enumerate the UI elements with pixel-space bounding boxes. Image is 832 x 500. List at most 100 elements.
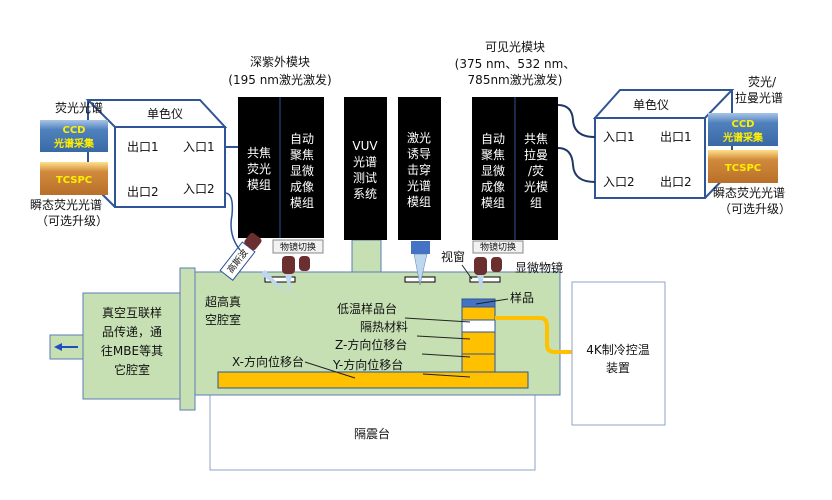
fiber bbox=[557, 104, 596, 138]
right-ccd bbox=[708, 113, 778, 146]
visible-subtitle: 785nm激光激发) bbox=[468, 72, 563, 87]
svg-text:组: 组 bbox=[530, 196, 542, 210]
y-stage-label: Y-方向位移台 bbox=[332, 357, 403, 372]
window-label: 视窗 bbox=[441, 249, 465, 264]
right-exit2: 出口2 bbox=[660, 175, 692, 189]
duv-confocal-label: 共焦 荧光 模组 bbox=[247, 146, 271, 192]
cryo-line bbox=[495, 316, 572, 354]
visible-raman-label: 共焦 拉曼 /荧 光模 组 bbox=[524, 132, 548, 210]
left-bottom-label: （可选升级） bbox=[36, 214, 108, 228]
svg-text:品传递，通: 品传递，通 bbox=[102, 324, 162, 339]
laser-head bbox=[411, 241, 430, 254]
left-bottom-label: 瞬态荧光光谱 bbox=[30, 198, 102, 212]
duv-title: 深紫外模块 bbox=[250, 55, 310, 69]
viewport bbox=[469, 276, 501, 283]
left-ccd bbox=[40, 120, 108, 152]
cold-stage-label: 低温样品台 bbox=[337, 301, 397, 316]
x-stage bbox=[217, 371, 529, 389]
svg-text:共焦: 共焦 bbox=[524, 132, 548, 146]
svg-text:荧光: 荧光 bbox=[247, 162, 271, 176]
svg-text:显微: 显微 bbox=[481, 164, 505, 178]
left-entry1: 入口1 bbox=[183, 140, 215, 154]
left-entry2: 入口2 bbox=[183, 182, 215, 196]
svg-text:模组: 模组 bbox=[407, 195, 431, 209]
beam-icon bbox=[285, 274, 292, 292]
svg-text:系统: 系统 bbox=[353, 187, 377, 201]
visible-imaging-label: 自动 聚焦 显微 成像 模组 bbox=[481, 132, 505, 210]
visible-subtitle: (375 nm、532 nm、 bbox=[455, 57, 576, 71]
left-top-label: 荧光光谱 bbox=[55, 101, 103, 115]
svg-text:测试: 测试 bbox=[353, 170, 377, 185]
svg-text:聚焦: 聚焦 bbox=[290, 148, 314, 162]
fiber bbox=[224, 192, 241, 251]
svg-text:成像: 成像 bbox=[481, 180, 505, 194]
objective-lens-icon bbox=[491, 257, 502, 272]
visible-title: 可见光模块 bbox=[485, 40, 545, 54]
fiber bbox=[557, 147, 596, 183]
visible-switch-label: 物镜切换 bbox=[480, 241, 516, 253]
svg-text:显微: 显微 bbox=[290, 164, 314, 178]
beam-icon bbox=[477, 275, 484, 292]
libs-label: 激光 诱导 击穿 光谱 模组 bbox=[407, 131, 431, 209]
ccd-label: CCD bbox=[732, 119, 755, 130]
ccd-label: 光谱采集 bbox=[53, 137, 95, 150]
svg-text:拉曼: 拉曼 bbox=[524, 147, 548, 162]
right-bottom-label: （可选升级） bbox=[719, 202, 791, 216]
right-top-label: 拉曼光谱 bbox=[735, 90, 783, 105]
vuv-label: VUV 光谱 测试 系统 bbox=[352, 139, 378, 201]
ccd-label: CCD bbox=[63, 125, 86, 136]
transfer-chamber bbox=[82, 292, 182, 400]
svg-text:自动: 自动 bbox=[481, 132, 505, 146]
svg-text:成像: 成像 bbox=[290, 180, 314, 194]
z-stage bbox=[461, 331, 496, 355]
transfer-label: 真空互联样 品传递，通 往MBE等其 它腔室 bbox=[101, 305, 163, 377]
svg-text:VUV: VUV bbox=[352, 139, 378, 153]
right-mono-title: 单色仪 bbox=[633, 98, 669, 112]
vibration-table bbox=[209, 394, 536, 471]
arrow-head-icon bbox=[54, 343, 62, 351]
insulation-label: 隔热材料 bbox=[360, 320, 408, 334]
vuv-pipe bbox=[351, 239, 382, 275]
cryo-label: 4K制冷控温 bbox=[586, 343, 650, 357]
z-stage-label: Z-方向位移台 bbox=[335, 337, 407, 352]
ccd-label: 光谱采集 bbox=[722, 131, 764, 144]
cryo-unit bbox=[571, 281, 666, 426]
tcspc-label: TCSPC bbox=[56, 175, 92, 186]
objective-lens-icon bbox=[282, 256, 295, 274]
cryo-label: 装置 bbox=[606, 361, 630, 375]
left-mono-title: 单色仪 bbox=[147, 107, 183, 121]
objective-lens-icon bbox=[474, 257, 487, 275]
svg-text:共焦: 共焦 bbox=[247, 146, 271, 160]
tcspc-label: TCSPC bbox=[725, 163, 761, 174]
left-exit2: 出口2 bbox=[127, 185, 159, 199]
chamber-label: 空腔室 bbox=[205, 312, 241, 327]
svg-text:/荧: /荧 bbox=[528, 164, 544, 178]
right-entry1: 入口1 bbox=[603, 130, 635, 144]
svg-text:击穿: 击穿 bbox=[407, 162, 431, 177]
duv-imaging-label: 自动 聚焦 显微 成像 模组 bbox=[290, 132, 314, 210]
duv-subtitle: (195 nm激光激发) bbox=[228, 72, 331, 87]
right-tcspc bbox=[708, 150, 778, 183]
svg-text:真空互联样: 真空互联样 bbox=[102, 305, 162, 320]
right-entry2: 入口2 bbox=[603, 175, 635, 189]
beam-icon bbox=[413, 253, 428, 286]
svg-text:模组: 模组 bbox=[481, 196, 505, 210]
right-top-label: 荧光/ bbox=[748, 75, 777, 89]
duv-switch-label: 物镜切换 bbox=[280, 241, 316, 253]
svg-text:光谱: 光谱 bbox=[407, 179, 431, 193]
flange bbox=[179, 267, 196, 411]
svg-text:模组: 模组 bbox=[290, 196, 314, 210]
left-monochromator bbox=[114, 126, 226, 208]
table-label: 隔震台 bbox=[354, 426, 390, 441]
cold-stage bbox=[461, 306, 496, 321]
objective-lens-icon bbox=[299, 256, 310, 271]
vuv-module bbox=[344, 97, 387, 240]
left-exit1: 出口1 bbox=[127, 140, 159, 154]
right-monochromator bbox=[594, 117, 706, 199]
visible-objective-switch[interactable] bbox=[472, 240, 524, 254]
svg-text:自动: 自动 bbox=[290, 132, 314, 146]
duv-objective-switch[interactable] bbox=[272, 239, 324, 254]
viewport bbox=[264, 276, 296, 283]
right-bottom-label: 瞬态荧光光谱 bbox=[713, 186, 785, 200]
